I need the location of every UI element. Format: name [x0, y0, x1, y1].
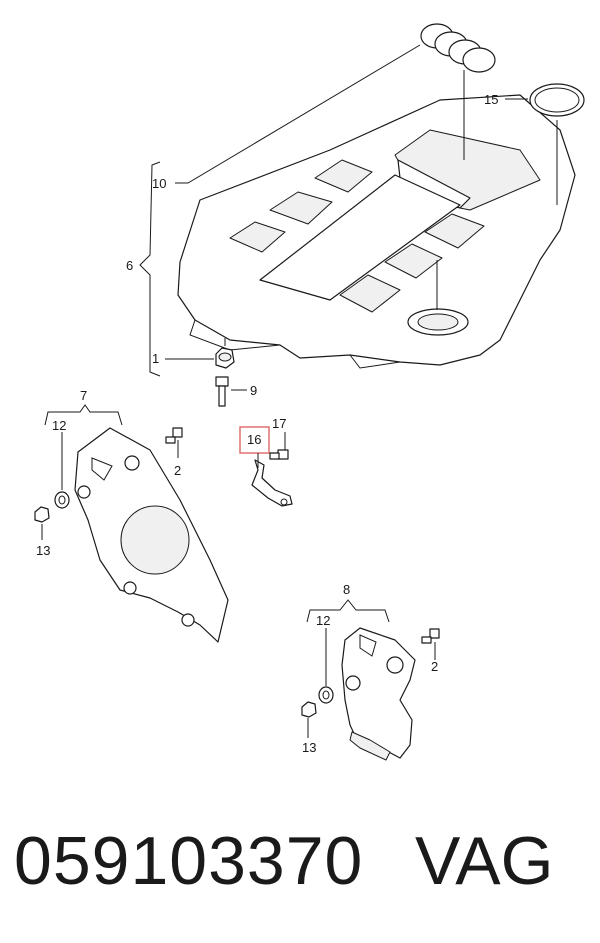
callout-17: 17 [272, 416, 286, 431]
screw [165, 427, 183, 444]
seal-ring [529, 83, 585, 117]
left-cover-bracket [74, 427, 229, 643]
callout-9: 9 [250, 383, 257, 398]
callout-13-right: 13 [302, 740, 316, 755]
retaining-clip [251, 459, 293, 507]
engine-cover [177, 94, 576, 369]
audi-rings-emblem [420, 23, 496, 73]
bolt [269, 449, 289, 460]
right-cover-bracket [341, 627, 416, 761]
callout-12-right: 12 [316, 613, 330, 628]
callout-16: 16 [247, 432, 261, 447]
callout-7: 7 [80, 388, 87, 403]
highlight-box [239, 426, 270, 454]
hex-nut [34, 506, 50, 523]
callout-2-right: 2 [431, 659, 438, 674]
exploded-parts-diagram: 10 15 6 1 9 7 12 2 13 16 17 8 12 2 13 [34, 23, 585, 761]
callout-6: 6 [126, 258, 133, 273]
brand-name: VAG [415, 823, 554, 899]
rubber-grommet [215, 347, 235, 369]
screw [421, 628, 440, 644]
stud-bolt [215, 376, 229, 407]
washer [318, 686, 334, 704]
callout-1: 1 [152, 351, 159, 366]
callout-8: 8 [343, 582, 350, 597]
part-number: 059103370 [14, 823, 364, 899]
callout-10: 10 [152, 176, 166, 191]
callout-2-left: 2 [174, 463, 181, 478]
callout-12-left: 12 [52, 418, 66, 433]
callout-15: 15 [484, 92, 498, 107]
washer [54, 491, 70, 509]
callout-13-left: 13 [36, 543, 50, 558]
hex-nut [301, 701, 317, 718]
